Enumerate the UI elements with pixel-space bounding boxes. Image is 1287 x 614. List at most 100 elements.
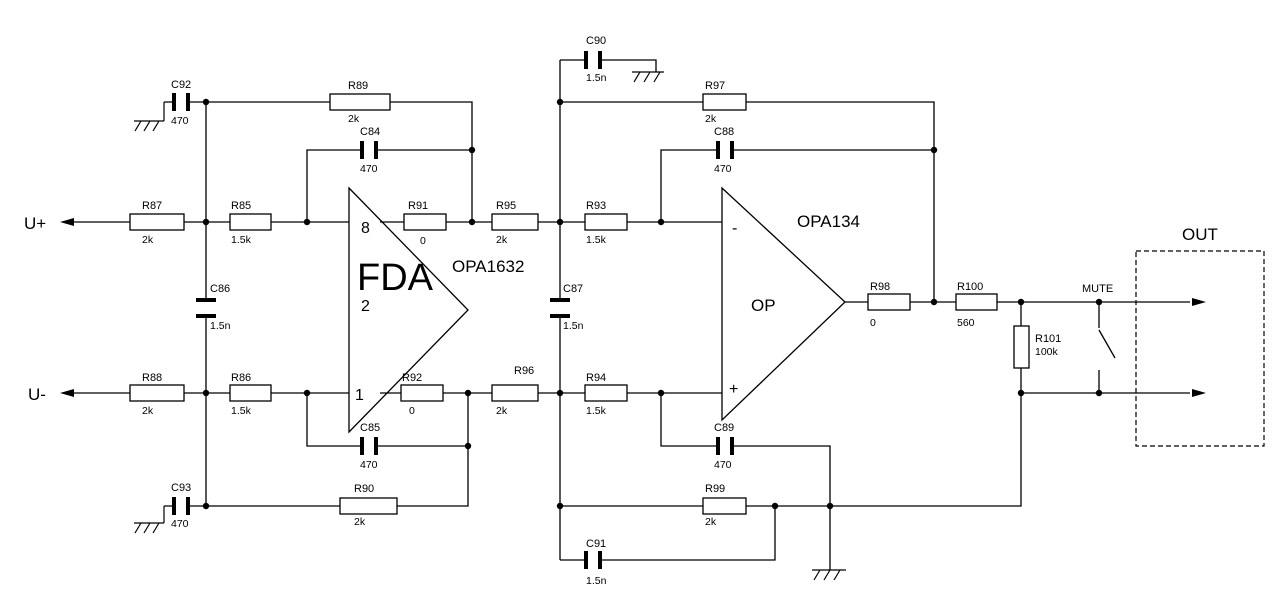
resistor-r86: R86 1.5k (229, 372, 272, 417)
svg-text:R98: R98 (870, 281, 890, 293)
svg-text:1.5k: 1.5k (231, 234, 252, 246)
fda-part-number: OPA1632 (452, 257, 524, 276)
resistor-r89: R89 2k (329, 80, 391, 125)
svg-text:0: 0 (870, 317, 876, 329)
svg-text:R96: R96 (514, 365, 534, 377)
resistor-r98: R98 0 (867, 281, 911, 329)
resistor-r87: R87 2k (129, 200, 185, 246)
ground-c92-icon (134, 102, 165, 132)
resistor-r91: R91 0 (403, 200, 447, 247)
capacitor-c85: C85 470 (360, 422, 380, 471)
capacitor-c91: C91 1.5n (584, 538, 607, 587)
arrow-u-minus-icon (60, 389, 74, 397)
svg-text:560: 560 (957, 317, 975, 329)
junction-dots (202, 98, 1103, 510)
svg-text:1.5n: 1.5n (586, 72, 607, 84)
capacitor-c92: C92 470 (171, 79, 191, 127)
resistor-r92: R92 0 (400, 372, 444, 417)
capacitor-c86: C86 1.5n (196, 283, 231, 332)
svg-text:R92: R92 (402, 372, 422, 384)
arrow-out-bottom-icon (1192, 389, 1206, 397)
input-u-plus-label: U+ (24, 214, 46, 233)
svg-text:1.5k: 1.5k (231, 405, 252, 417)
svg-text:0: 0 (409, 405, 415, 417)
svg-text:470: 470 (171, 518, 189, 530)
resistor-r97: R97 2k (702, 80, 747, 125)
resistor-r90: R90 2k (339, 483, 398, 528)
svg-text:1.5n: 1.5n (563, 320, 584, 332)
svg-text:R100: R100 (957, 281, 983, 293)
svg-text:R99: R99 (705, 483, 725, 495)
fda-label: FDA (357, 257, 434, 299)
resistors: R87 2k R85 1.5k R88 2k R86 1.5k R89 2k R… (129, 80, 1061, 528)
capacitor-c87: C87 1.5n (550, 283, 584, 332)
svg-text:C85: C85 (360, 422, 380, 434)
svg-text:R91: R91 (408, 200, 428, 212)
fda-triangle (348, 186, 469, 434)
svg-text:R97: R97 (705, 80, 725, 92)
svg-text:470: 470 (360, 163, 378, 175)
ground-symbols (134, 71, 846, 581)
wires (72, 59, 1190, 570)
ground-c93-icon (134, 506, 165, 534)
svg-text:C90: C90 (586, 35, 606, 47)
svg-text:C91: C91 (586, 538, 606, 550)
resistor-r95: R95 2k (491, 200, 539, 246)
op-plus-pin: + (729, 381, 738, 398)
svg-text:R90: R90 (354, 483, 374, 495)
arrow-out-top-icon (1192, 298, 1206, 306)
output-label: OUT (1182, 225, 1218, 244)
svg-text:R93: R93 (586, 200, 606, 212)
op-label: OP (751, 296, 776, 315)
svg-text:1.5n: 1.5n (586, 575, 607, 587)
svg-text:2k: 2k (142, 234, 154, 246)
capacitor-c88: C88 470 (714, 126, 734, 175)
resistor-r100: R100 560 (955, 281, 998, 329)
capacitor-c89: C89 470 (714, 422, 734, 471)
op-amplifier: OP - + OPA134 (721, 186, 860, 422)
svg-text:R85: R85 (231, 200, 251, 212)
resistor-r101: R101 100k (1013, 325, 1061, 369)
capacitor-c90: C90 1.5n (584, 35, 607, 84)
svg-text:2k: 2k (142, 405, 154, 417)
svg-text:470: 470 (714, 459, 732, 471)
svg-text:R95: R95 (496, 200, 516, 212)
svg-text:R94: R94 (586, 372, 606, 384)
capacitors: C92 470 C93 470 C84 470 C85 470 C86 1.5n… (171, 35, 734, 587)
svg-text:2k: 2k (348, 113, 360, 125)
svg-text:R87: R87 (142, 200, 162, 212)
terminal-arrows (60, 218, 1206, 397)
mute-switch-label: MUTE (1082, 283, 1113, 295)
svg-text:470: 470 (360, 459, 378, 471)
svg-text:R89: R89 (348, 80, 368, 92)
resistor-r96: R96 2k (491, 365, 539, 417)
arrow-u-plus-icon (60, 218, 74, 226)
svg-text:2k: 2k (354, 516, 366, 528)
svg-text:2k: 2k (496, 405, 508, 417)
op-triangle (721, 186, 846, 422)
svg-text:0: 0 (420, 235, 426, 247)
svg-text:C93: C93 (171, 482, 191, 494)
svg-text:R88: R88 (142, 372, 162, 384)
svg-text:C89: C89 (714, 422, 734, 434)
svg-text:C86: C86 (210, 283, 230, 295)
resistor-r99: R99 2k (702, 483, 747, 528)
svg-text:2k: 2k (496, 234, 508, 246)
input-u-minus-label: U- (28, 385, 46, 404)
fda-pin-1: 1 (355, 387, 364, 404)
resistor-r85: R85 1.5k (229, 200, 272, 246)
resistor-r88: R88 2k (129, 372, 185, 417)
svg-text:470: 470 (714, 163, 732, 175)
output-connector-box: OUT (1135, 225, 1265, 447)
fda-amplifier: FDA 8 2 1 OPA1632 (348, 186, 524, 434)
ground-main-icon (812, 569, 846, 581)
op-minus-pin: - (732, 220, 737, 237)
svg-text:C92: C92 (171, 79, 191, 91)
fda-pin-2: 2 (361, 298, 370, 315)
svg-text:100k: 100k (1035, 346, 1059, 358)
svg-text:2k: 2k (705, 113, 717, 125)
op-part-number: OPA134 (797, 212, 860, 231)
capacitor-c84: C84 470 (360, 126, 380, 175)
svg-text:2k: 2k (705, 516, 717, 528)
